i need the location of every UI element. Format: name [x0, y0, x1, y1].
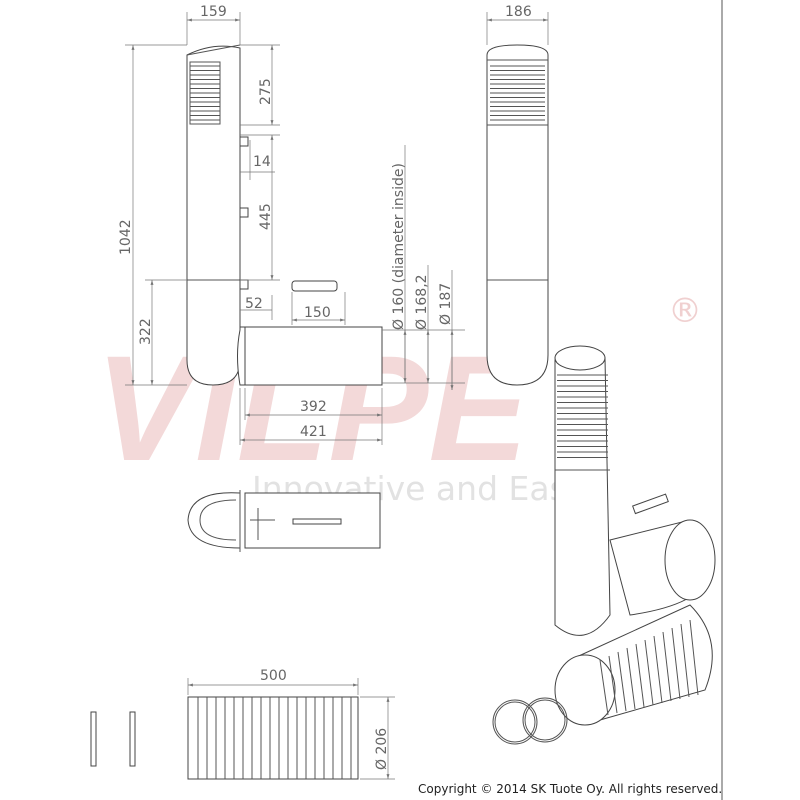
dim-bracket-offset: 14 — [253, 154, 271, 170]
pipe-side — [244, 326, 383, 386]
front-dimensions: 159 275 14 445 1042 322 52 150 392 421 Ø… — [118, 4, 465, 445]
clamp — [90, 711, 97, 767]
vent-3d-render — [492, 345, 716, 745]
hatch-line — [626, 647, 636, 710]
grille-side — [490, 65, 545, 121]
flexible-hose: 500 Ø 206 — [187, 668, 395, 780]
dim-front-width: 159 — [200, 4, 227, 20]
bracket — [239, 136, 249, 147]
front-view — [186, 44, 383, 386]
hatch-line — [671, 627, 681, 700]
dim-total-height: 1042 — [118, 219, 134, 255]
hatch-line — [662, 631, 672, 702]
dim-pipe-length-outer: 421 — [300, 424, 327, 440]
dim-diameter-mid: Ø 168,2 — [414, 274, 430, 330]
dim-hose-length: 500 — [260, 668, 287, 684]
dim-diameter-inside: Ø 160 (diameter inside) — [391, 163, 407, 330]
hatch-line — [644, 639, 654, 706]
hatch-line — [635, 643, 645, 708]
vent-body-front — [186, 45, 241, 386]
dim-bracket-spacing: 445 — [258, 203, 274, 230]
vent-body-side — [486, 44, 549, 386]
copyright-text: Copyright © 2014 SK Tuote Oy. All rights… — [418, 782, 722, 796]
bracket — [239, 279, 249, 290]
clamp — [129, 711, 136, 767]
grille-front — [189, 61, 221, 125]
watermark-registered: ® — [668, 291, 702, 331]
hatch-line — [617, 651, 627, 712]
top-view — [187, 490, 381, 552]
dim-hose-diameter: Ø 206 — [374, 728, 390, 770]
hatch-line — [689, 619, 699, 696]
hatch-line — [599, 659, 609, 716]
dim-pipe-offset: 52 — [245, 296, 263, 312]
clamps — [90, 711, 136, 767]
hatch-line — [680, 623, 690, 698]
hatch-line — [608, 655, 618, 714]
dim-grille-height: 275 — [258, 78, 274, 105]
dim-diameter-outer: Ø 187 — [438, 283, 454, 325]
side-view: 186 — [486, 4, 549, 386]
dim-bracket-length: 150 — [304, 305, 331, 321]
hatch-line — [653, 635, 663, 704]
bracket — [239, 207, 249, 218]
dim-pipe-length-inner: 392 — [300, 399, 327, 415]
dim-side-width: 186 — [505, 4, 532, 20]
bracket-side — [291, 280, 338, 292]
dim-bottom-height: 322 — [138, 318, 154, 345]
